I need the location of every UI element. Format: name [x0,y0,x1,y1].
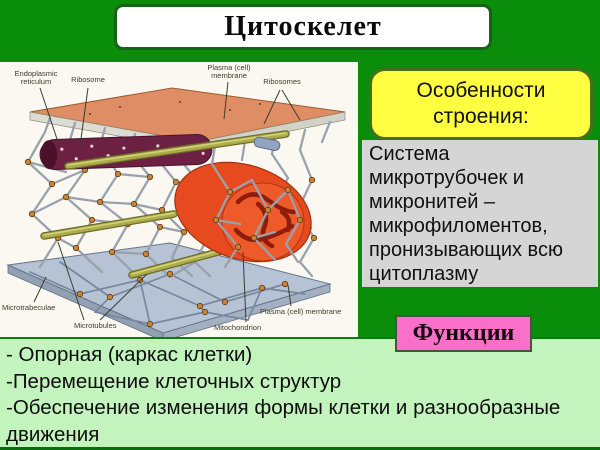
label-leader-lines [33,81,301,323]
function-item: -Перемещение клеточных структур [6,369,342,393]
slide-title-box: Цитоскелет [114,4,492,50]
function-item: -Обеспечение изменения формы клетки и ра… [6,396,561,446]
bottom-membrane-slab [6,242,332,338]
function-item: - Опорная (каркас клетки) [6,343,253,366]
slide-title: Цитоскелет [224,11,382,42]
functions-heading: Функции [412,320,515,346]
functions-box: - Опорная (каркас клетки) -Перемещение к… [0,337,600,450]
label-microtrabeculae: Microtrabeculae [2,303,56,312]
microtubule-upper [64,130,290,170]
label-microtubules: Microtubules [74,321,117,330]
features-heading: Особенности строения: [416,78,546,128]
features-body-text: Система микротрубочек и микронитей – мик… [369,143,563,285]
cytoskeleton-illustration [6,81,346,338]
label-ribosome: Ribosome [71,75,105,84]
label-mitochondrion: Mitochondrion [214,323,262,332]
label-plasma-membrane-top: Plasma (cell) membrane [207,63,251,81]
microtubule-left [40,210,178,240]
vesicle [253,136,281,151]
features-body-box: Система микротрубочек и микронитей – мик… [362,140,598,287]
cytoskeleton-figure: Endoplasmic reticulum Ribosome Plasma (c… [0,62,358,338]
label-plasma-membrane-bottom: Plasma (cell) membrane [260,307,342,316]
label-ribosomes: Ribosomes [263,77,301,86]
label-endoplasmic-reticulum: Endoplasmic reticulum [14,69,58,87]
features-heading-box: Особенности строения: [369,68,593,140]
microtrabeculae-mesh-front [210,162,304,269]
functions-badge: Функции [395,315,532,352]
